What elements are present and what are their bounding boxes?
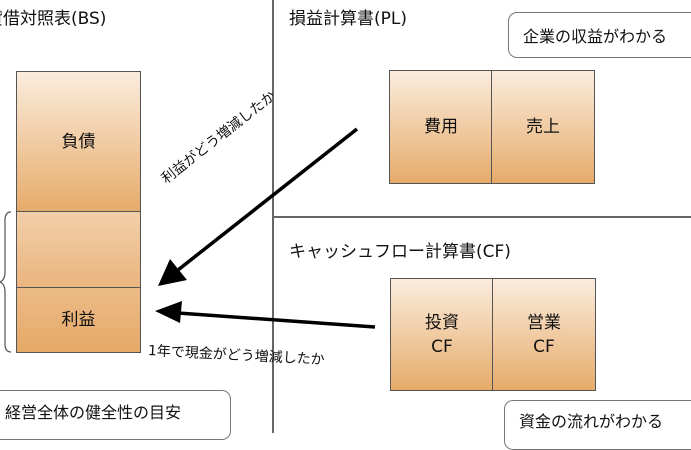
bs-profit-block: 利益 <box>16 287 141 353</box>
arrow-cf-to-bs <box>177 311 376 329</box>
cf-operating-label: 営業 CF <box>527 311 561 359</box>
brace <box>0 211 12 353</box>
arrows-layer <box>155 127 376 329</box>
pl-expenses-block: 費用 <box>389 70 493 184</box>
cf-operating-line1: 営業 <box>527 312 561 333</box>
cf-investing-line2: CF <box>431 336 453 357</box>
arrow-cf-to-bs-head <box>155 301 182 323</box>
arrow-pl-to-bs-head <box>158 259 187 286</box>
cf-note-text: 資金の流れがわかる <box>519 412 664 431</box>
bs-liabilities-label: 負債 <box>61 132 96 152</box>
cf-investing-line1: 投資 <box>425 312 459 333</box>
bs-equity-block <box>16 211 141 289</box>
bs-liabilities-block: 負債 <box>16 71 141 213</box>
cf-investing-label: 投資 CF <box>425 311 459 359</box>
arrow-pl-to-bs <box>176 127 359 272</box>
cf-operating-block: 営業 CF <box>492 278 596 391</box>
pl-expenses-label: 費用 <box>424 117 458 137</box>
bs-title: 貸借対照表(BS) <box>0 9 107 29</box>
pl-note-text: 企業の収益がわかる <box>523 27 668 46</box>
pl-sales-label: 売上 <box>526 117 560 137</box>
bs-note: 経営全体の健全性の目安 <box>0 390 231 440</box>
horizontal-divider <box>274 216 691 218</box>
cf-investing-block: 投資 CF <box>390 278 494 391</box>
cf-operating-line2: CF <box>533 336 555 357</box>
bs-note-text: 経営全体の健全性の目安 <box>5 403 182 422</box>
cf-title: キャッシュフロー計算書(CF) <box>289 242 511 262</box>
pl-title: 損益計算書(PL) <box>289 9 407 29</box>
bs-profit-label: 利益 <box>61 310 96 330</box>
pl-note: 企業の収益がわかる <box>508 12 691 58</box>
pl-sales-block: 売上 <box>491 70 595 184</box>
vertical-divider <box>272 0 274 433</box>
